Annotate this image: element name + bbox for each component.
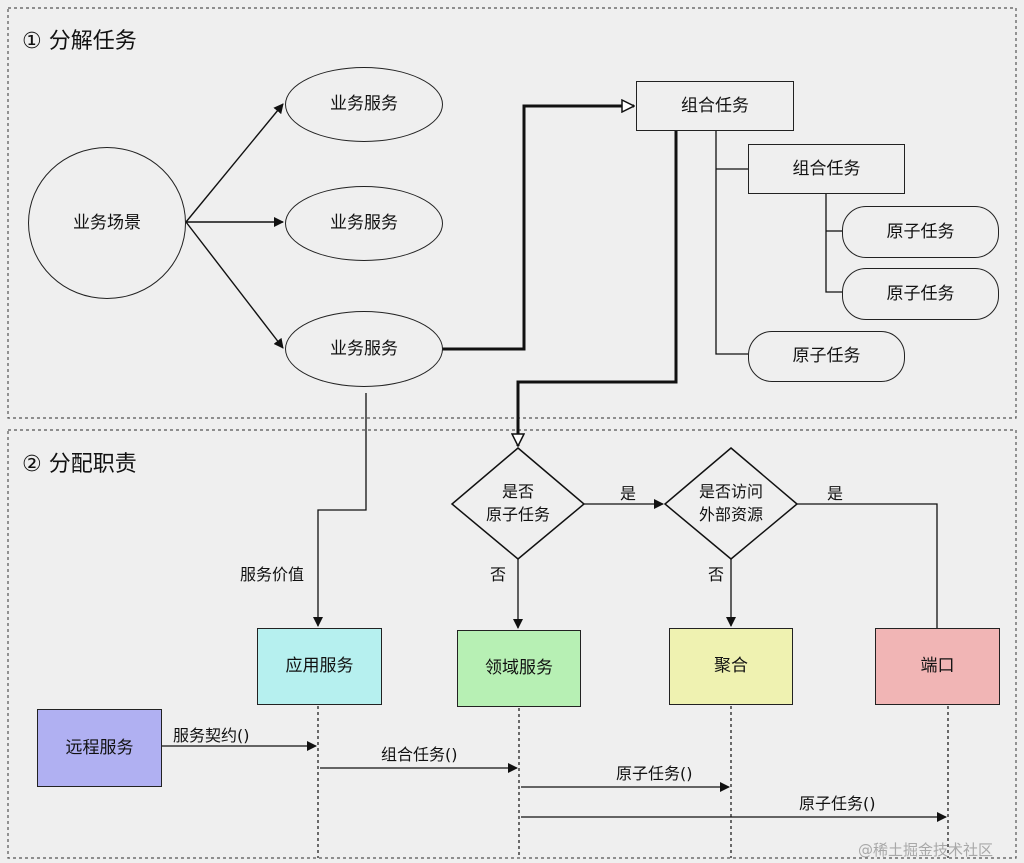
service-to-combo-edge <box>442 106 634 351</box>
message-label-contract: 服务契约() <box>173 726 250 745</box>
atomic-task-node-2: 原子任务 <box>842 268 999 320</box>
business-scene-label: 业务场景 <box>73 212 141 233</box>
edge-label-yes-2: 是 <box>827 484 844 503</box>
decision-external-text: 是否访问 外部资源 <box>699 480 763 526</box>
business-scene-node: 业务场景 <box>28 147 186 299</box>
decision-edges <box>513 499 938 629</box>
atomic-task-label: 原子任务 <box>886 221 955 242</box>
message-label-atomic-2: 原子任务() <box>799 794 876 813</box>
business-service-node-1: 业务服务 <box>285 67 443 142</box>
section-2-frame <box>7 429 1017 859</box>
business-service-label: 业务服务 <box>330 94 398 115</box>
decision-line: 是否访问 <box>698 481 764 501</box>
remote-service-label: 远程服务 <box>65 737 134 758</box>
edge-label-service-value: 服务价值 <box>240 565 305 584</box>
composite-task-label: 组合任务 <box>792 158 861 179</box>
section-2-number: ② <box>22 452 42 477</box>
atomic-task-node-1: 原子任务 <box>842 206 999 258</box>
lifelines <box>317 706 949 858</box>
composite-task-label: 组合任务 <box>681 95 749 116</box>
business-service-label: 业务服务 <box>330 213 398 234</box>
sequence-messages <box>162 741 947 822</box>
atomic-task-label: 原子任务 <box>792 346 861 367</box>
domain-service-label: 领域服务 <box>485 658 553 679</box>
edge-label-no-1: 否 <box>490 565 507 584</box>
section-1-title: ① 分解任务 <box>22 23 137 55</box>
task-tree-lines <box>715 131 842 355</box>
business-service-label: 业务服务 <box>330 338 398 359</box>
app-service-label: 应用服务 <box>285 656 354 677</box>
business-service-node-3: 业务服务 <box>285 311 443 387</box>
section-2-label: 分配职责 <box>48 452 137 477</box>
edge-label-no-2: 否 <box>708 565 725 584</box>
decision-atomic-text: 是否 原子任务 <box>486 480 550 526</box>
message-label-atomic-1: 原子任务() <box>616 764 693 783</box>
section-1-number: ① <box>22 29 42 54</box>
app-service-node: 应用服务 <box>257 628 382 705</box>
atomic-task-node-3: 原子任务 <box>748 331 905 382</box>
port-label: 端口 <box>920 656 955 677</box>
business-service-node-2: 业务服务 <box>285 186 443 261</box>
edge-label-yes-1: 是 <box>620 484 637 503</box>
decision-line: 原子任务 <box>485 505 551 524</box>
domain-service-node: 领域服务 <box>457 630 581 707</box>
composite-task-root: 组合任务 <box>636 81 794 131</box>
aggregate-label: 聚合 <box>714 656 748 677</box>
section-1-frame <box>7 7 1017 419</box>
section-1-label: 分解任务 <box>48 29 137 54</box>
decision-line: 外部资源 <box>698 505 764 524</box>
combo-to-decision-edge <box>518 131 678 446</box>
service-value-edge <box>313 393 367 627</box>
remote-service-node: 远程服务 <box>37 709 162 787</box>
port-node: 端口 <box>875 628 1000 705</box>
message-label-composite: 组合任务() <box>381 745 458 764</box>
composite-task-child: 组合任务 <box>748 144 905 194</box>
section-2-title: ② 分配职责 <box>22 446 137 478</box>
scene-edges <box>185 103 284 349</box>
aggregate-node: 聚合 <box>669 628 793 705</box>
decision-line: 是否 <box>501 481 535 501</box>
atomic-task-label: 原子任务 <box>886 283 955 304</box>
watermark-text: @稀土掘金技术社区 <box>858 841 994 859</box>
